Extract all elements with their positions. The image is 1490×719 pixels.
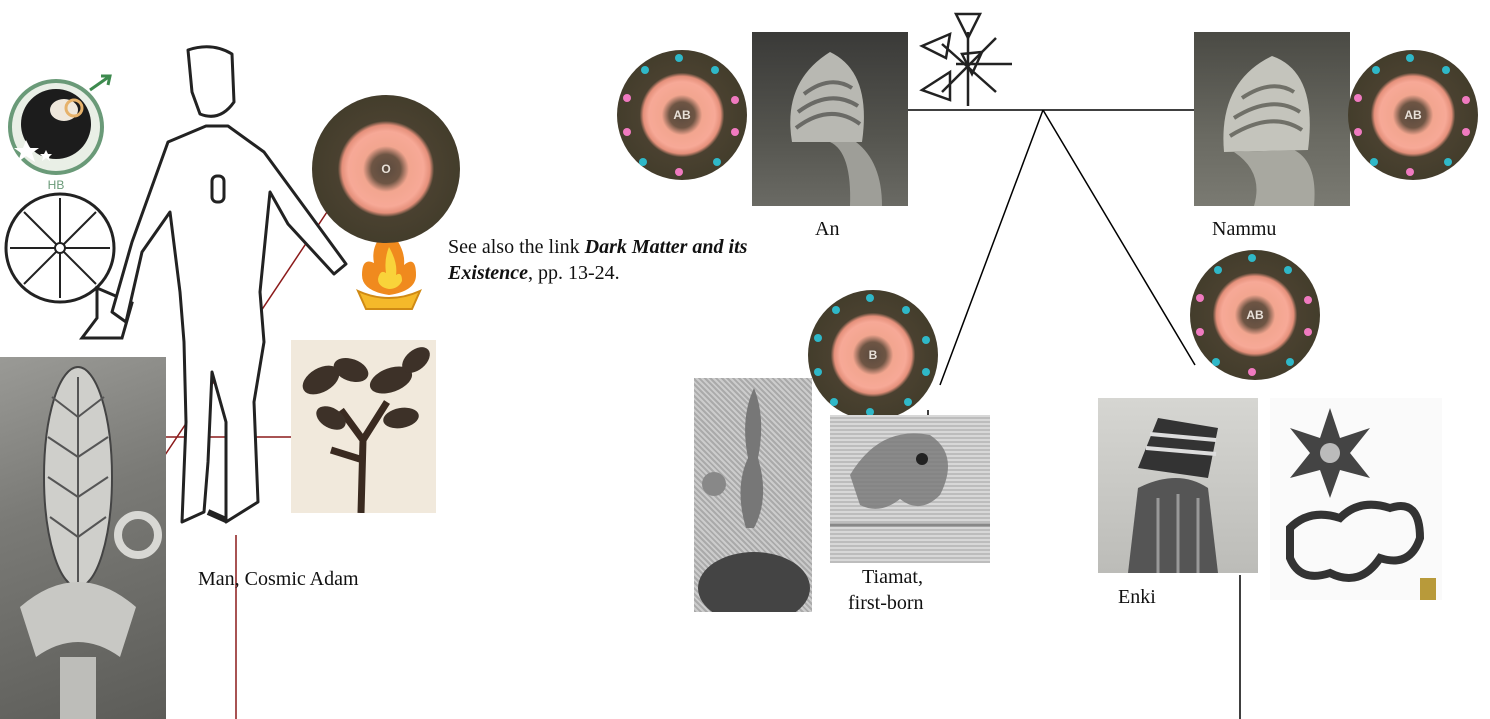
tiamat-disc-label: B [869, 348, 878, 362]
nammu-relief [1194, 32, 1350, 206]
note-suffix: , pp. 13-24. [528, 262, 620, 284]
tiamat-label-line2: first-born [848, 592, 924, 615]
reference-note: See also the link Dark Matter and its Ex… [448, 234, 778, 286]
nammu-label: Nammu [1212, 218, 1276, 241]
man-disc-label: O [381, 162, 390, 176]
tiamat-disc: B [808, 290, 938, 420]
enki-label: Enki [1118, 586, 1156, 609]
zodiac-medallion: HB [6, 72, 116, 194]
tree-branch-image [291, 340, 436, 513]
tiamat-figure-image [694, 378, 812, 612]
tiamat-label-line1: Tiamat, [862, 566, 923, 589]
man-disc: O [312, 95, 460, 243]
enki-relief [1098, 398, 1258, 573]
nammu-disc-label: AB [1404, 108, 1421, 122]
an-label: An [815, 218, 839, 241]
tiamat-dragon-image [830, 415, 990, 563]
man-label: Man, Cosmic Adam [198, 568, 359, 591]
enki-disc-label: AB [1246, 308, 1263, 322]
enki-star-symbol [1270, 398, 1442, 600]
an-disc-label: AB [673, 108, 690, 122]
cuneiform-sign [916, 12, 1016, 108]
an-disc: AB [617, 50, 747, 180]
note-prefix: See also the link [448, 236, 585, 258]
an-relief [752, 32, 908, 206]
enki-disc: AB [1190, 250, 1320, 380]
nammu-disc: AB [1348, 50, 1478, 180]
